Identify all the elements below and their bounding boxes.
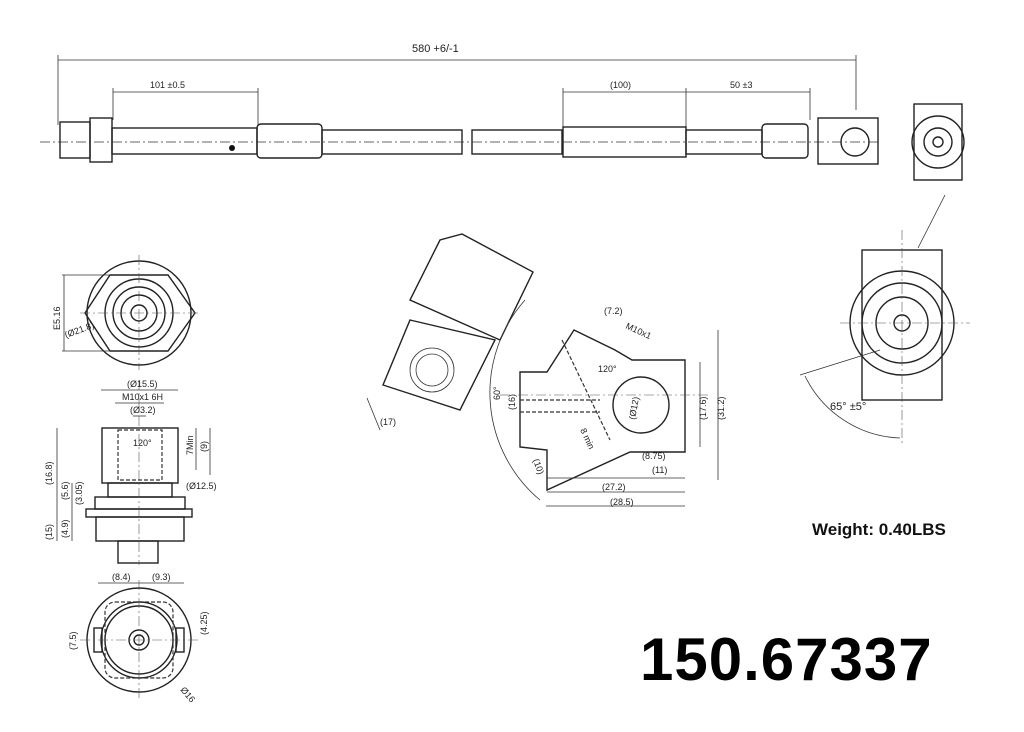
bottom-view (80, 580, 200, 700)
weight-label: Weight: 0.40LBS (812, 520, 946, 539)
height-1: (5.6) (60, 481, 70, 500)
depth: (9) (199, 441, 209, 452)
collar-dia: (Ø12.5) (186, 481, 217, 491)
hex-diameter: (Ø21.8) (63, 320, 95, 340)
banjo-hole: (Ø12) (627, 396, 641, 420)
banjo-height: (16) (507, 394, 517, 410)
dim-overall: 580 +6/-1 (412, 43, 459, 55)
banjo-min: 8 min (578, 427, 596, 451)
banjo-width: (17) (380, 417, 396, 427)
height-4: (4.9) (60, 519, 70, 538)
height-2b: (4.25) (199, 611, 209, 635)
dim-sleeve: (100) (610, 80, 631, 90)
fitting-section (56, 380, 211, 565)
end-view-top (911, 103, 965, 249)
height-2: (3.05) (74, 481, 84, 505)
height-3: (15) (44, 524, 54, 540)
banjo-d2: (11) (652, 465, 667, 475)
dim-fitting-length: 101 ±0.5 (150, 80, 185, 90)
bore-dia: (Ø3.2) (130, 405, 156, 415)
banjo-section (366, 233, 719, 507)
width-2: (9.3) (152, 572, 171, 582)
dia-bottom: Ø16 (178, 685, 197, 704)
part-number: 150.67337 (640, 626, 933, 693)
banjo-arc: 60° (492, 386, 502, 400)
height-1b: (7.5) (68, 631, 78, 650)
width-1: (8.4) (112, 572, 131, 582)
thread-depth: 7Min (185, 435, 195, 455)
hex-size: E5.16 (52, 306, 62, 330)
dia-outer: (Ø15.5) (127, 379, 158, 389)
banjo-angle: 120° (598, 364, 617, 374)
banjo-d4: (28.5) (610, 497, 634, 507)
banjo-h3: (31.2) (716, 396, 726, 420)
banjo-d5: (10) (531, 457, 546, 475)
angle-label: 65° ±5° (830, 401, 866, 413)
banjo-t1: (7.2) (604, 306, 623, 316)
banjo-h2: (17.6) (698, 396, 708, 420)
hex-end-view (62, 255, 200, 370)
hose-assembly (40, 55, 880, 165)
banjo-thread: M10x1 (624, 321, 653, 341)
thread-spec: M10x1 6H (122, 392, 163, 402)
angle-view (799, 230, 970, 445)
banjo-d1: (8.75) (642, 451, 666, 461)
cone-angle: 120° (133, 438, 152, 448)
banjo-d3: (27.2) (602, 482, 626, 492)
height-total: (16.8) (44, 461, 54, 485)
dim-end-length: 50 ±3 (730, 80, 752, 90)
